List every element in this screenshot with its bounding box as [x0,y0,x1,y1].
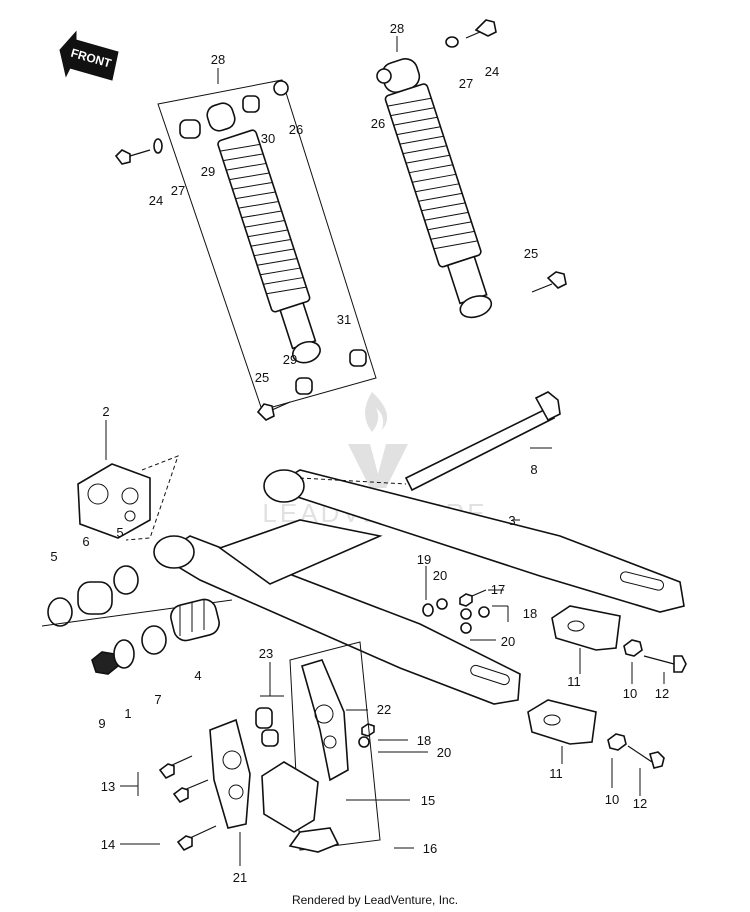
callout-24a: 24 [149,193,163,208]
callout-28b: 28 [390,21,404,36]
callout-6: 6 [82,534,89,549]
callout-23: 23 [259,646,273,661]
part-2-bracket [77,455,179,541]
callout-10a: 10 [623,686,637,701]
callout-28a: 28 [211,52,225,67]
callout-2: 2 [102,404,109,419]
callout-27a: 27 [171,183,185,198]
callout-19: 19 [417,552,431,567]
leader-lines [105,36,665,866]
right-shock-absorber [376,19,567,319]
callout-26a: 26 [289,122,303,137]
callout-18b: 18 [417,733,431,748]
callout-13: 13 [101,779,115,794]
pivot-bushing-parts [91,598,220,675]
callout-3: 3 [508,513,515,528]
callout-25b: 25 [524,246,538,261]
callout-11b: 11 [549,766,563,781]
callout-7: 7 [154,692,161,707]
brake-bracket-assembly [158,641,381,853]
callout-17: 17 [491,582,505,597]
callout-4: 4 [194,668,201,683]
callout-8: 8 [530,462,537,477]
callout-14: 14 [101,837,115,852]
callout-20c: 20 [437,745,451,760]
credit-text: Rendered by LeadVenture, Inc. [292,893,458,907]
callout-31: 31 [337,312,351,327]
callout-11a: 11 [567,674,581,689]
chain-adjuster-blocks [527,605,687,769]
pivot-shaft [299,391,561,492]
callout-12a: 12 [655,686,669,701]
collar-parts [41,565,233,627]
callout-24b: 24 [485,64,499,79]
callout-30: 30 [261,131,275,146]
front-arrow-icon: FRONT [59,30,119,81]
left-shock-absorber [114,79,377,421]
callout-16: 16 [423,841,437,856]
callout-10b: 10 [605,792,619,807]
callout-25a: 25 [255,370,269,385]
callout-15: 15 [421,793,435,808]
callout-1: 1 [124,706,131,721]
callout-9: 9 [98,716,105,731]
swingarm [153,469,685,705]
bracket-hardware [358,589,490,748]
callout-22: 22 [377,702,391,717]
callout-26b: 26 [371,116,385,131]
callout-12b: 12 [633,796,647,811]
callout-labels: 28 28 26 26 30 29 29 24 24 27 27 25 25 3… [50,21,669,885]
callout-27b: 27 [459,76,473,91]
callout-21: 21 [233,870,247,885]
callout-5b: 5 [116,525,123,540]
callout-18a: 18 [523,606,537,621]
callout-20a: 20 [433,568,447,583]
callout-29b: 29 [283,352,297,367]
callout-5a: 5 [50,549,57,564]
callout-20b: 20 [501,634,515,649]
callout-29a: 29 [201,164,215,179]
